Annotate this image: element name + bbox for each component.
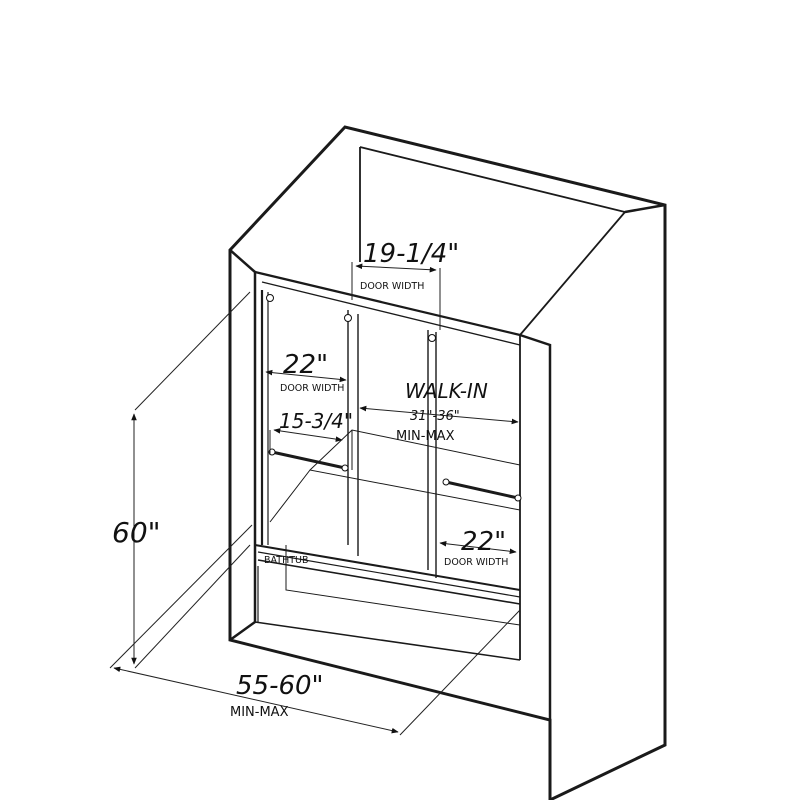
alcove-enclosure bbox=[228, 125, 667, 800]
walk-in-caption: MIN-MAX bbox=[396, 429, 455, 444]
bathtub bbox=[257, 559, 521, 622]
door-frame bbox=[254, 270, 521, 598]
right-door-width-label: 22" bbox=[461, 527, 506, 557]
door-panels bbox=[269, 310, 521, 626]
width-caption: MIN-MAX bbox=[230, 705, 289, 720]
handle-width-label: 15-3/4" bbox=[279, 409, 353, 433]
walk-in-label: WALK-IN bbox=[405, 379, 488, 403]
roller-wheels bbox=[266, 294, 436, 342]
walk-in-range-label: 31"-36" bbox=[410, 409, 460, 424]
top-door-width-label: 19-1/4" bbox=[363, 239, 459, 269]
towel-bar-right bbox=[442, 478, 522, 502]
towel-bar-left bbox=[268, 448, 349, 472]
height-label: 60" bbox=[112, 516, 161, 549]
left-door-width-label: 22" bbox=[283, 350, 328, 380]
width-label: 55-60" bbox=[236, 671, 324, 701]
top-door-width-caption: DOOR WIDTH bbox=[360, 281, 424, 292]
right-door-width-caption: DOOR WIDTH bbox=[444, 557, 508, 568]
left-door-width-caption: DOOR WIDTH bbox=[280, 383, 344, 394]
dimension-lines bbox=[109, 262, 521, 736]
bathtub-label: BATHTUB bbox=[264, 555, 309, 566]
